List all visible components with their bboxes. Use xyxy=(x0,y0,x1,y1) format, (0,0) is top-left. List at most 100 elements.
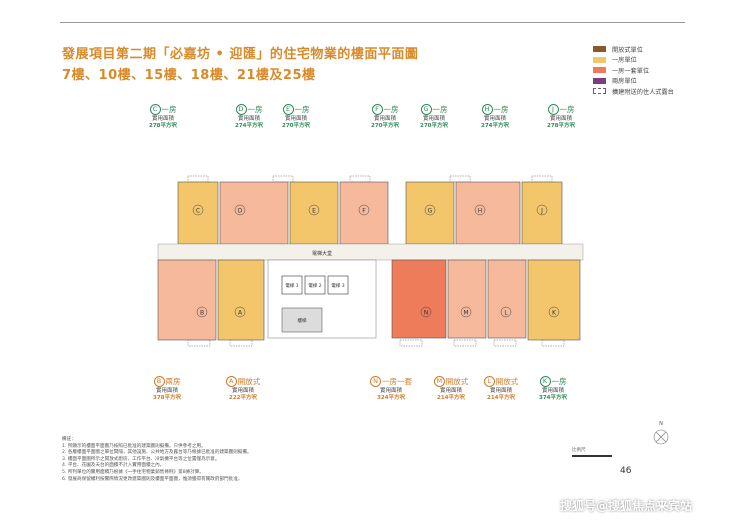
lift-3-label: 電梯 3 xyxy=(331,282,344,289)
balcony-l xyxy=(493,339,517,347)
marker-m-text: M xyxy=(463,310,468,317)
balcony-b xyxy=(187,339,211,347)
unit-d xyxy=(219,181,289,245)
marker-j-text: J xyxy=(540,208,543,215)
unit-a xyxy=(217,259,265,341)
stair-label: 樓梯 xyxy=(298,317,307,324)
scale-bar: 比例尺 xyxy=(572,447,612,457)
lift-2-label: 電梯 2 xyxy=(308,282,321,289)
balcony-n xyxy=(399,339,423,347)
marker-m xyxy=(460,306,472,318)
balcony-k xyxy=(541,339,565,347)
compass-label: N xyxy=(659,421,663,427)
note-line: 3. 樓面平面圖所示之開放式廚房、工作平台、冷氣機平台等之位置僅為示意。 xyxy=(62,456,220,462)
notes-heading: 備註： xyxy=(62,437,76,442)
marker-a xyxy=(234,306,246,318)
lift-3 xyxy=(327,275,349,295)
marker-b xyxy=(196,306,208,318)
marker-l-text: L xyxy=(504,310,508,317)
marker-n-text: N xyxy=(424,310,429,317)
marker-h xyxy=(474,204,486,216)
compass-icon: N xyxy=(653,421,669,445)
unit-m xyxy=(447,259,487,339)
unit-f xyxy=(339,181,389,245)
legend-swatch xyxy=(593,77,606,84)
floor-plan: 電梯大堂 電梯 1 電梯 2 電梯 3 樓梯 C D E F G H J B A… xyxy=(150,140,590,362)
corridor xyxy=(157,243,584,261)
marker-a-text: A xyxy=(238,310,243,317)
legend-item-balcony: 擴建附送的住人式露台 xyxy=(593,86,674,97)
page-subtitle: 7樓、10樓、15樓、18樓、21樓及25樓 xyxy=(62,68,316,83)
legend-item-open-plan: 開放式單位 xyxy=(593,44,674,55)
marker-d-text: D xyxy=(238,208,243,215)
watermark: 搜狐号@搜狐焦点来宾站 xyxy=(560,499,693,513)
compass-cross xyxy=(655,431,667,443)
marker-e-text: E xyxy=(312,208,316,215)
marker-k-text: K xyxy=(552,310,557,317)
marker-j xyxy=(536,204,548,216)
note-line: 5. 所列單位的實用面積乃根據《一手住宅物業銷售條例》第8條計算。 xyxy=(62,469,204,475)
unit-h xyxy=(455,181,521,245)
scale-label: 比例尺 xyxy=(572,448,586,453)
legend-item-two-bedroom: 兩房單位 xyxy=(593,76,674,87)
legend-item-one-bedroom: 一房單位 xyxy=(593,55,674,66)
note-line: 4. 平台、花園及天台的面積不計入實用面積之內。 xyxy=(62,463,165,469)
marker-l xyxy=(500,306,512,318)
marker-n xyxy=(420,306,432,318)
marker-b-text: B xyxy=(200,310,204,317)
unit-n xyxy=(391,259,447,339)
legend-item-one-bedroom-suite: 一房一套單位 xyxy=(593,65,674,76)
marker-h-text: H xyxy=(478,208,483,215)
legend-swatch xyxy=(593,67,606,74)
unit-e xyxy=(289,181,339,245)
page-number: 46 xyxy=(620,466,632,476)
lift-2 xyxy=(304,275,326,295)
marker-e xyxy=(308,204,320,216)
legend-swatch xyxy=(593,56,606,63)
balcony-m xyxy=(453,339,477,347)
marker-f xyxy=(358,204,370,216)
balcony-a xyxy=(229,339,253,347)
scale-line xyxy=(572,455,612,457)
marker-g-text: G xyxy=(428,208,433,215)
note-line: 6. 發展商保留權利按實際情況更改建築圖則及樓面平面圖，惟須獲得有關政府部門批准… xyxy=(62,476,243,482)
legend: 開放式單位 一房單位 一房一套單位 兩房單位 擴建附送的住人式露台 xyxy=(593,44,674,97)
unit-l xyxy=(487,259,527,339)
marker-f-text: F xyxy=(362,208,366,215)
unit-j xyxy=(521,181,563,245)
stair xyxy=(281,307,323,333)
page-title: 發展項目第二期「必嘉坊 • 迎匯」的住宅物業的樓面平面圖 xyxy=(62,47,419,62)
marker-c-text: C xyxy=(196,208,200,215)
note-line: 1. 所顯示的樓面平面圖乃按照已批准的建築圖則擬備，只供參考之用。 xyxy=(62,443,206,449)
compass-ring xyxy=(653,429,669,445)
legend-swatch xyxy=(593,46,606,53)
unit-letters: C D E F G H J B A N M L K xyxy=(192,204,560,318)
marker-c xyxy=(192,204,204,216)
lift-1 xyxy=(281,275,303,295)
lift-1-label: 電梯 1 xyxy=(285,282,298,289)
unit-k xyxy=(527,259,581,341)
legend-swatch xyxy=(593,88,606,95)
note-line: 2. 各層樓面平面圖之單位間隔，其他設施、公共地方及露台等乃根據已批准的建築圖則… xyxy=(62,450,252,456)
marker-d xyxy=(234,204,246,216)
unit-b xyxy=(157,259,217,341)
lift-lobby-label: 電梯大堂 xyxy=(312,250,332,257)
notes: 備註： 1. 所顯示的樓面平面圖乃按照已批准的建築圖則擬備，只供參考之用。 2.… xyxy=(62,437,532,483)
unit-g xyxy=(405,181,455,245)
marker-k xyxy=(548,306,560,318)
